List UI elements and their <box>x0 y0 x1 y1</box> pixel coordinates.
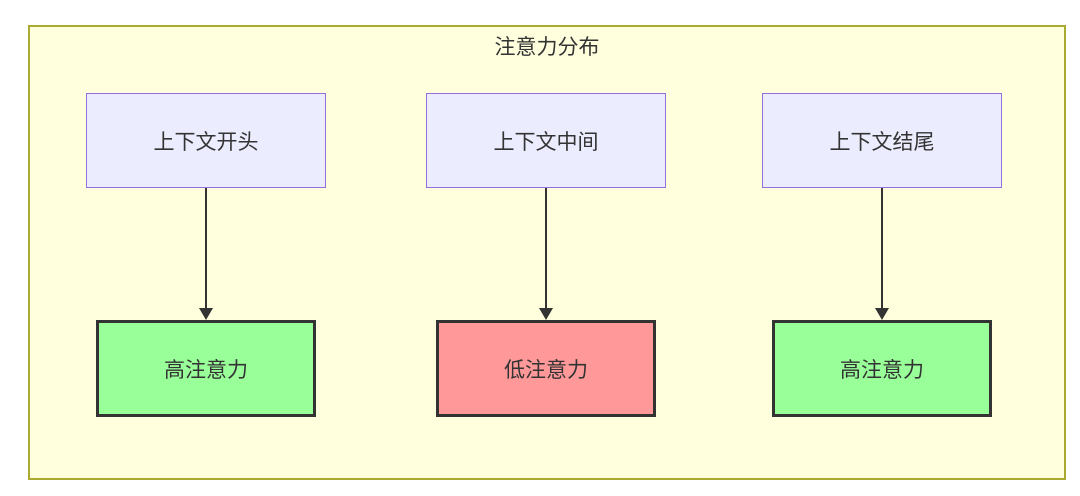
attention-distribution-container: 注意力分布 上下文开头 高注意力 上下文中间 低注意力 <box>28 25 1066 480</box>
arrow-shaft <box>545 188 547 308</box>
node-context-end-label: 上下文结尾 <box>829 130 935 154</box>
diagram-title: 注意力分布 <box>494 36 600 59</box>
diagram-column-start: 上下文开头 高注意力 <box>76 93 336 417</box>
diagram-column-end: 上下文结尾 高注意力 <box>752 93 1012 417</box>
node-high-attention-left: 高注意力 <box>96 320 316 417</box>
node-context-start: 上下文开头 <box>86 93 326 188</box>
node-low-attention-label: 低注意力 <box>504 358 588 382</box>
arrowhead-down-icon <box>539 308 553 320</box>
node-low-attention: 低注意力 <box>436 320 656 417</box>
node-context-end: 上下文结尾 <box>762 93 1002 188</box>
diagram-column-middle: 上下文中间 低注意力 <box>416 93 676 417</box>
arrowhead-down-icon <box>875 308 889 320</box>
arrow-shaft <box>205 188 207 308</box>
node-high-attention-right: 高注意力 <box>772 320 992 417</box>
node-context-middle: 上下文中间 <box>426 93 666 188</box>
node-high-attention-right-label: 高注意力 <box>840 358 924 382</box>
node-context-start-label: 上下文开头 <box>153 130 259 154</box>
arrow-start-to-high <box>199 188 213 320</box>
node-context-middle-label: 上下文中间 <box>493 130 599 154</box>
arrowhead-down-icon <box>199 308 213 320</box>
arrow-end-to-high <box>875 188 889 320</box>
node-high-attention-left-label: 高注意力 <box>164 358 248 382</box>
arrow-shaft <box>881 188 883 308</box>
arrow-middle-to-low <box>539 188 553 320</box>
